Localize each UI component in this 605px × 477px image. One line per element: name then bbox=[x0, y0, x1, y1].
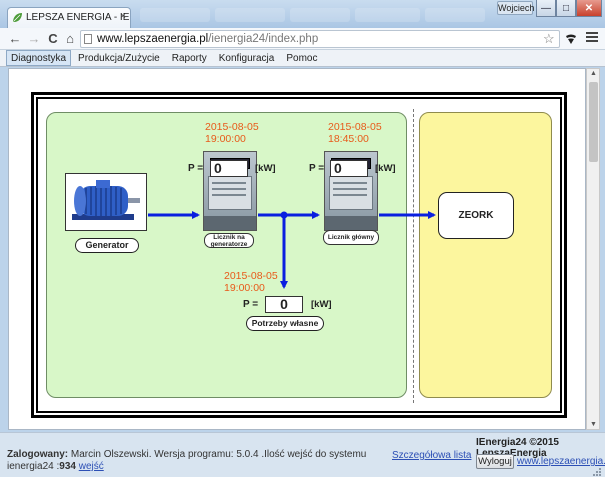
window-titlebar: LEPSZA ENERGIA - IENER × Wojciech — □ ✕ bbox=[0, 0, 605, 28]
url-path: /ienergia24/index.php bbox=[208, 33, 319, 45]
logins-link[interactable]: wejść bbox=[78, 461, 104, 472]
login-info: Zalogowany: Marcin Olszewski. Wersja pro… bbox=[7, 449, 395, 473]
generator-meter-time: 19:00:00 bbox=[205, 133, 246, 145]
generator-label: Generator bbox=[75, 238, 139, 253]
back-icon[interactable]: ← bbox=[8, 31, 22, 46]
page-icon bbox=[84, 34, 92, 44]
generator-meter-label-line1: Licznik na bbox=[213, 234, 245, 241]
background-tab[interactable] bbox=[425, 8, 485, 22]
own-needs-time: 19:00:00 bbox=[224, 282, 265, 294]
home-icon[interactable]: ⌂ bbox=[66, 31, 74, 46]
bookmark-star-icon[interactable]: ☆ bbox=[543, 31, 555, 46]
home-link[interactable]: www.lepszaenergia.pl bbox=[517, 456, 605, 467]
own-needs-date: 2015-08-05 bbox=[224, 270, 278, 282]
generator-meter-label: Licznik na generatorze bbox=[204, 233, 254, 248]
window-user-label: Wojciech bbox=[497, 1, 535, 15]
main-meter-unit: [kW] bbox=[375, 163, 396, 174]
electric-motor-icon bbox=[72, 180, 140, 220]
browser-toolbar: ← → C ⌂ www.lepszaenergia.pl/ienergia24/… bbox=[0, 28, 605, 50]
menu-item-pomoc[interactable]: Pomoc bbox=[286, 53, 318, 64]
background-tab[interactable] bbox=[140, 8, 210, 22]
reload-icon[interactable]: C bbox=[48, 31, 58, 46]
address-bar[interactable]: www.lepszaenergia.pl/ienergia24/index.ph… bbox=[80, 30, 560, 48]
main-meter-time: 18:45:00 bbox=[328, 133, 369, 145]
main-meter-label: Licznik główny bbox=[323, 230, 379, 245]
own-needs-unit: [kW] bbox=[311, 299, 332, 310]
leaf-icon bbox=[13, 13, 22, 22]
footer: IEnergia24 ©2015 LepszaEnergia Zalogowan… bbox=[0, 432, 605, 477]
vertical-scrollbar[interactable]: ▲ ▼ bbox=[586, 68, 600, 430]
own-needs-value: 0 bbox=[265, 296, 303, 313]
own-needs-label: Potrzeby własne bbox=[246, 316, 324, 331]
copyright: IEnergia24 ©2015 LepszaEnergia bbox=[476, 437, 559, 459]
extension-icon[interactable] bbox=[565, 33, 577, 45]
grid-panel bbox=[419, 112, 552, 398]
login-count: 934 bbox=[59, 461, 76, 472]
panel-divider bbox=[413, 109, 414, 403]
menu-item-raporty[interactable]: Raporty bbox=[171, 53, 207, 64]
forward-icon[interactable]: → bbox=[27, 31, 41, 46]
main-meter-p-label: P = bbox=[309, 163, 325, 174]
tab-title: LEPSZA ENERGIA - IENER bbox=[26, 12, 130, 23]
own-needs-p-label: P = bbox=[243, 299, 259, 310]
scroll-down-icon[interactable]: ▼ bbox=[590, 421, 597, 428]
main-meter-value: 0 bbox=[330, 160, 368, 177]
background-tab[interactable] bbox=[290, 8, 350, 22]
generator-meter-image bbox=[203, 151, 257, 231]
minimize-button[interactable]: — bbox=[536, 0, 556, 17]
maximize-button[interactable]: □ bbox=[556, 0, 576, 17]
menu-item-konfiguracja[interactable]: Konfiguracja bbox=[218, 53, 275, 64]
generator-image bbox=[65, 173, 147, 231]
generator-meter-timestamp: 2015-08-05 19:00:00 bbox=[205, 121, 259, 145]
generator-meter-date: 2015-08-05 bbox=[205, 121, 259, 133]
background-tab[interactable] bbox=[215, 8, 285, 22]
close-button[interactable]: ✕ bbox=[576, 0, 602, 17]
resize-grip-icon[interactable] bbox=[592, 467, 602, 477]
url-host: www.lepszaenergia.pl bbox=[97, 33, 209, 45]
logout-button[interactable]: Wyloguj bbox=[476, 454, 514, 469]
own-needs-timestamp: 2015-08-05 19:00:00 bbox=[224, 270, 278, 294]
generator-meter-unit: [kW] bbox=[255, 163, 276, 174]
diagram-inner-frame: Generator 2015-08-05 19:00:00 P = 0 [kW]… bbox=[36, 97, 562, 413]
menu-item-produkcja[interactable]: Produkcja/Zużycie bbox=[78, 53, 160, 64]
grid-operator-box: ZEORK bbox=[438, 192, 514, 239]
main-meter-date: 2015-08-05 bbox=[328, 121, 382, 133]
generator-meter-label-line2: generatorze bbox=[210, 240, 248, 248]
logged-in-text: Marcin Olszewski. Wersja programu: 5.0.4… bbox=[7, 449, 367, 472]
main-meter-timestamp: 2015-08-05 18:45:00 bbox=[328, 121, 382, 145]
tab-close-icon[interactable]: × bbox=[120, 11, 126, 22]
scroll-up-icon[interactable]: ▲ bbox=[590, 70, 597, 77]
generator-meter-value: 0 bbox=[210, 160, 248, 177]
diagram-frame: Generator 2015-08-05 19:00:00 P = 0 [kW]… bbox=[31, 92, 567, 418]
generator-meter-p-label: P = bbox=[188, 163, 204, 174]
details-link[interactable]: Szczegółowa lista bbox=[392, 450, 472, 461]
app-menu: Diagnostyka Produkcja/Zużycie Raporty Ko… bbox=[0, 50, 605, 67]
logged-in-label: Zalogowany: bbox=[7, 449, 69, 460]
scrollbar-thumb[interactable] bbox=[589, 82, 598, 162]
background-tab[interactable] bbox=[355, 8, 420, 22]
menu-item-diagnostyka[interactable]: Diagnostyka bbox=[6, 50, 72, 66]
browser-menu-icon[interactable] bbox=[586, 32, 598, 44]
browser-tab[interactable]: LEPSZA ENERGIA - IENER × bbox=[7, 7, 131, 28]
content-area: Generator 2015-08-05 19:00:00 P = 0 [kW]… bbox=[8, 68, 586, 430]
